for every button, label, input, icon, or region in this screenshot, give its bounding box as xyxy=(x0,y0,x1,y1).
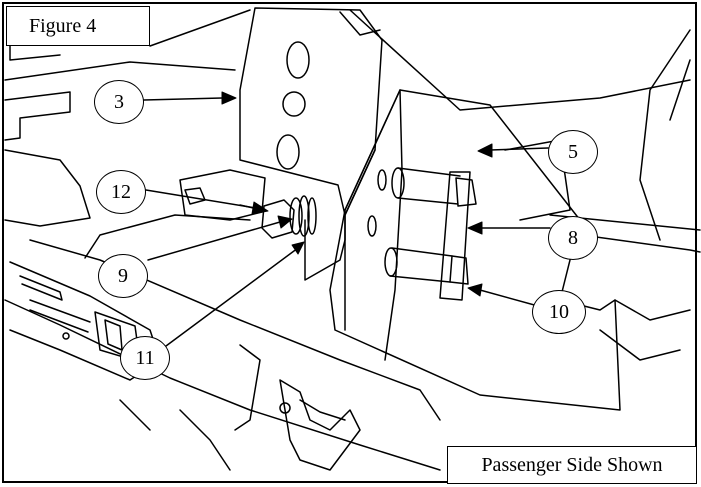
chassis-panels xyxy=(4,9,701,471)
lower-clip xyxy=(279,379,361,471)
callout-9: 9 xyxy=(98,254,148,298)
callout-3: 3 xyxy=(94,80,144,124)
callout-11: 11 xyxy=(120,336,170,380)
leader-arrows xyxy=(143,91,551,347)
view-caption: Passenger Side Shown xyxy=(447,446,697,484)
callout-5: 5 xyxy=(548,130,598,174)
callout-8: 8 xyxy=(548,216,598,260)
upper-bracket xyxy=(239,7,383,281)
side-bracket-bolts xyxy=(384,167,477,301)
side-bracket xyxy=(329,89,621,411)
callout-12: 12 xyxy=(96,170,146,214)
callout-10: 10 xyxy=(532,290,586,334)
figure-label: Figure 4 xyxy=(6,6,150,46)
